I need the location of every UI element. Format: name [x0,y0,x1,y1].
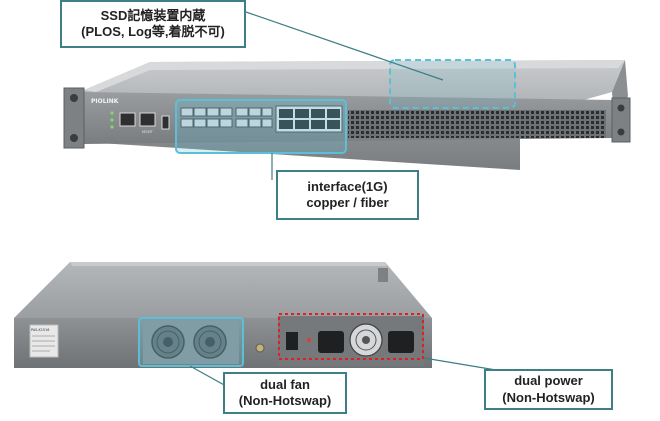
power-inlet-2 [388,331,414,353]
callout-power-line2: (Non-Hotswap) [502,389,595,405]
power-switch [286,332,298,350]
dual-power-supply [278,316,424,366]
callout-interface-line2: copper / fiber [306,195,389,210]
callout-interface: interface(1G) copper / fiber [276,170,419,220]
power-inlet-1 [318,331,344,353]
fan-highlight [138,317,244,367]
front-chassis-top-edge [84,60,625,92]
sfp-group-1 [180,107,233,128]
rj45-ports [275,105,343,133]
callout-fan-line2: (Non-Hotswap) [238,393,332,408]
callout-ssd-line2: (PLOS, Log等,着脱不可) [81,24,225,39]
callout-power: dual power (Non-Hotswap) [484,369,613,410]
callout-ssd-line1: SSD記憶装置内蔵 [100,7,206,23]
front-vent [348,110,606,138]
power-leader [423,357,497,371]
ssd-leader [245,11,444,81]
dual-fan [143,322,239,364]
callout-fan: dual fan (Non-Hotswap) [223,372,347,414]
callout-fan-line1: dual fan [260,376,310,392]
interface-highlight [175,99,347,154]
rear-chassis-top [14,262,432,318]
sfp-ports [180,107,273,128]
rear-model-label: PAS-K1516 [31,328,49,332]
brand-logo: PIOLINK [91,98,119,105]
ground-screw [255,343,265,353]
rear-rack-ear [378,268,388,282]
status-leds [110,111,114,129]
power-highlight [278,313,424,360]
fan-leader [189,365,227,387]
management-ports: MGMT [119,112,170,134]
sfp-group-2 [235,107,273,128]
front-chassis [63,60,631,170]
callout-ssd: SSD記憶装置内蔵 (PLOS, Log等,着脱不可) [60,0,246,48]
front-rack-ear-right [611,97,631,143]
callout-interface-line1: interface(1G) [307,178,388,194]
callout-power-line1: dual power [514,373,583,389]
ssd-highlight [389,59,516,109]
front-rack-ear-left [63,87,85,149]
mgmt-port-label: MGMT [142,130,154,134]
rear-chassis-top-edge [70,262,387,266]
